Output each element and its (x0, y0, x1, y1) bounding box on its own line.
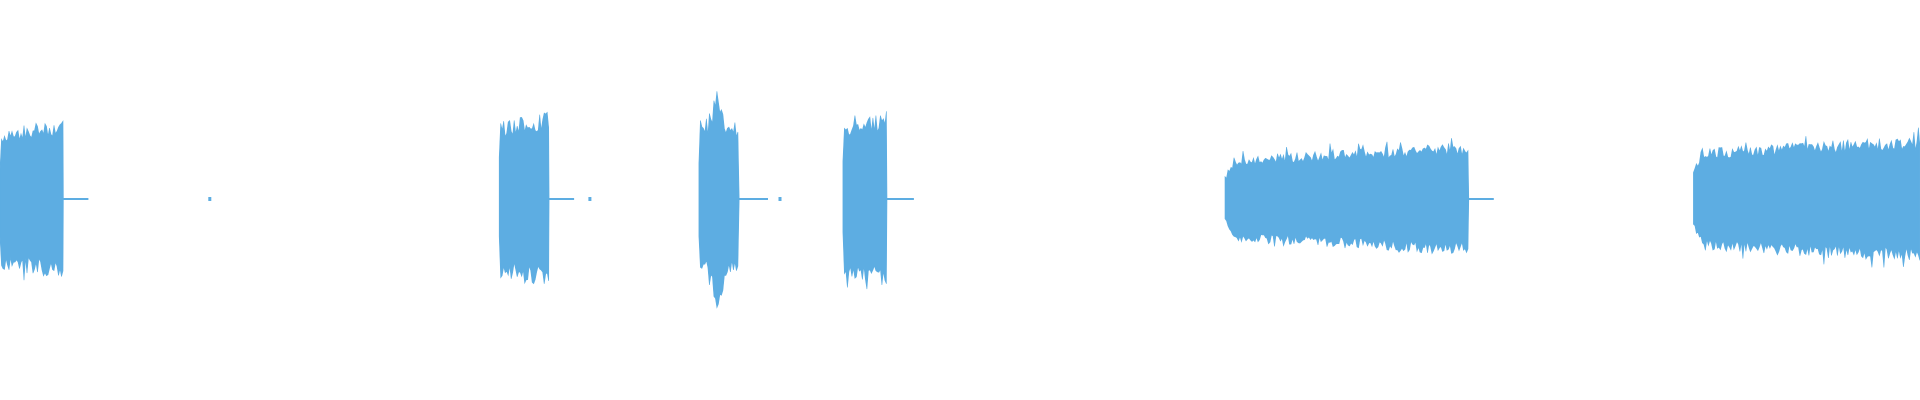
audio-clip-burst[interactable] (498, 111, 550, 285)
waveform-clips (0, 91, 1920, 309)
audio-clip-tail (887, 198, 914, 200)
audio-clip-burst[interactable] (698, 91, 740, 309)
audio-clip-tail (739, 198, 768, 200)
audio-clip-tail (549, 198, 575, 200)
audio-blip (588, 197, 592, 201)
audio-clip-burst[interactable] (0, 120, 64, 281)
audio-clip-tail (63, 198, 89, 200)
audio-clip-tail (1468, 198, 1494, 200)
audio-blip (778, 197, 782, 201)
audio-blip (208, 197, 212, 201)
audio-clip-burst[interactable] (1224, 138, 1470, 255)
audio-clip-burst[interactable] (842, 111, 888, 290)
audio-clip-burst[interactable] (1693, 127, 1920, 268)
